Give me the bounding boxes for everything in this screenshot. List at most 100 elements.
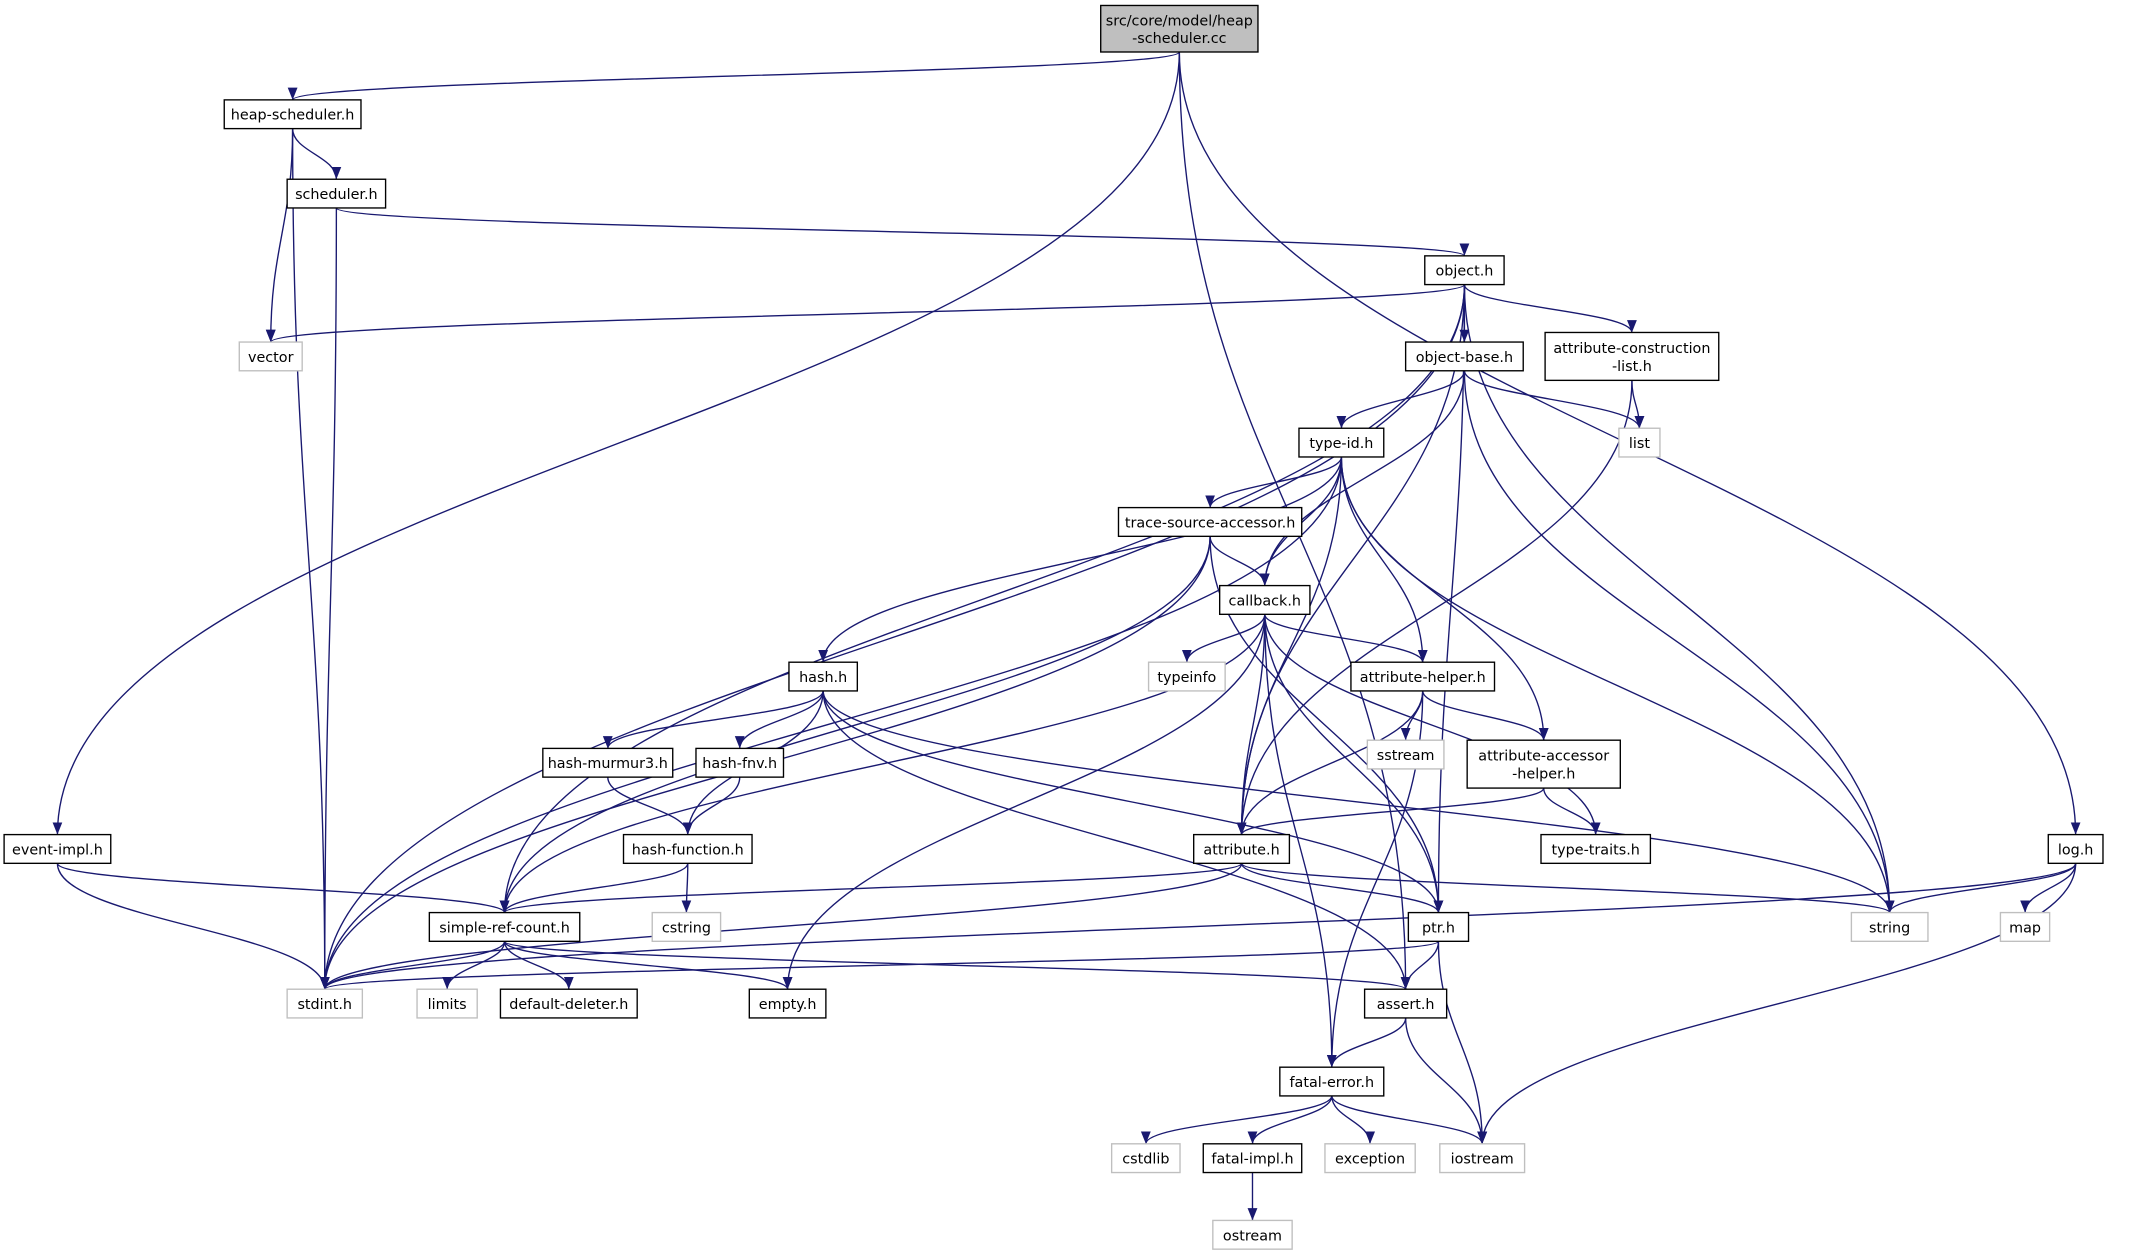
node-label: src/core/model/heap: [1106, 13, 1253, 29]
node-label: attribute-accessor: [1478, 749, 1609, 765]
edge-hash-h-to-hash-murmur3-h: [602, 690, 824, 749]
edge-attribute-helper-h-to-attribute-h: [1236, 690, 1424, 835]
node-label: assert.h: [1377, 997, 1435, 1013]
node-box: [1218, 584, 1311, 616]
node-label: log.h: [2058, 842, 2094, 858]
node-assert-h[interactable]: assert.h: [1363, 988, 1448, 1019]
edge-attribute-accessor-helper-h-to-attribute-h: [1236, 787, 1545, 836]
edge-hash-h-to-hash-fnv-h: [734, 690, 824, 749]
node-box: [1466, 739, 1621, 789]
node-box: [1324, 1143, 1416, 1174]
edge-callback-h-to-fatal-error-h: [1264, 614, 1337, 1068]
node-scheduler-h[interactable]: scheduler.h: [286, 178, 387, 209]
node-callback-h[interactable]: callback.h: [1218, 584, 1311, 616]
node-object-h[interactable]: object.h: [1424, 255, 1505, 286]
node-box: [223, 99, 362, 130]
edge-attribute-h-to-simple-ref-count-h: [500, 862, 1243, 914]
edge-callback-h-to-ptr-h: [1264, 614, 1444, 913]
edge-heap-scheduler-h-to-stdint-h: [291, 128, 330, 990]
edge-attribute-construction-list-h-to-list: [1631, 380, 1645, 429]
node-type-traits-h[interactable]: type-traits.h: [1540, 833, 1652, 865]
node-box: [1212, 1219, 1293, 1250]
node-label: iostream: [1451, 1152, 1514, 1168]
node-label: limits: [428, 997, 467, 1013]
node-empty-h[interactable]: empty.h: [748, 988, 827, 1019]
node-attribute-helper-h[interactable]: attribute-helper.h: [1350, 661, 1496, 692]
node-box: [1424, 255, 1505, 286]
node-box: [286, 988, 364, 1019]
edge-type-id-h-to-hash-h: [818, 456, 1343, 663]
node-trace-source-accessor-h[interactable]: trace-source-accessor.h: [1117, 506, 1303, 538]
node-list: list: [1618, 427, 1661, 458]
edge-callback-h-to-typeinfo: [1181, 614, 1266, 663]
edge-assert-h-to-iostream: [1404, 1017, 1488, 1144]
edge-log-h-to-stdint-h: [320, 863, 2077, 990]
nodes-layer: src/core/model/heap-scheduler.cc heap-sch…: [3, 4, 2104, 1250]
node-default-deleter-h[interactable]: default-deleter.h: [499, 988, 638, 1019]
node-hash-function-h[interactable]: hash-function.h: [622, 833, 753, 865]
node-hash-murmur3-h[interactable]: hash-murmur3.h: [542, 747, 674, 778]
edge-type-id-h-to-attribute-h: [1236, 456, 1343, 835]
node-label: map: [2009, 920, 2041, 936]
node-fatal-impl-h[interactable]: fatal-impl.h: [1202, 1143, 1303, 1174]
node-ostream: ostream: [1212, 1219, 1293, 1250]
node-object-base-h[interactable]: object-base.h: [1404, 341, 1524, 372]
node-label: type-traits.h: [1552, 842, 1640, 858]
edge-hash-function-h-to-cstring: [681, 863, 692, 913]
node-label: heap-scheduler.h: [231, 108, 355, 124]
node-label: type-id.h: [1309, 436, 1373, 452]
node-box: [1439, 1143, 1526, 1174]
node-label: fatal-error.h: [1290, 1075, 1375, 1091]
node-box: [1298, 427, 1385, 458]
edge-simple-ref-count-h-to-stdint-h: [319, 941, 506, 990]
edge-heap-scheduler-h-to-vector: [265, 128, 294, 343]
node-typeinfo: typeinfo: [1147, 661, 1226, 692]
node-label: default-deleter.h: [509, 997, 628, 1013]
node-cstring: cstring: [651, 911, 722, 942]
node-hash-fnv-h[interactable]: hash-fnv.h: [695, 747, 785, 778]
node-attribute-construction-list-h[interactable]: attribute-construction-list.h: [1544, 331, 1720, 382]
node-sstream: sstream: [1366, 739, 1445, 770]
edge-trace-source-accessor-h-to-callback-h: [1209, 536, 1270, 586]
edge-object-base-h-to-callback-h: [1259, 370, 1466, 586]
edge-type-id-h-to-callback-h: [1259, 456, 1343, 586]
node-heap-scheduler-h[interactable]: heap-scheduler.h: [223, 99, 362, 130]
edge-attribute-accessor-helper-h-to-type-traits-h: [1543, 787, 1601, 835]
node-ptr-h[interactable]: ptr.h: [1407, 911, 1470, 942]
edge-attribute-construction-list-h-to-attribute-h: [1236, 380, 1633, 835]
node-attribute-h[interactable]: attribute.h: [1193, 833, 1291, 865]
edge-log-h-to-string: [1884, 863, 2077, 913]
edge-scheduler-h-to-object-h: [335, 207, 1469, 257]
node-box: [1350, 661, 1496, 692]
root-file-node[interactable]: src/core/model/heap-scheduler.cc: [1100, 4, 1259, 53]
node-label: list: [1629, 436, 1650, 452]
node-attribute-accessor-helper-h[interactable]: attribute-accessor-helper.h: [1466, 739, 1621, 789]
node-box: [542, 747, 674, 778]
edge-scheduler-h-to-stdint-h: [319, 207, 338, 990]
node-event-impl-h[interactable]: event-impl.h: [3, 833, 112, 865]
node-log-h[interactable]: log.h: [2047, 833, 2104, 865]
edge-ptr-h-to-iostream: [1437, 941, 1488, 1144]
node-box: [1202, 1143, 1303, 1174]
node-hash-h[interactable]: hash.h: [788, 661, 859, 692]
edge-simple-ref-count-h-to-default-deleter-h: [503, 941, 574, 990]
node-fatal-error-h[interactable]: fatal-error.h: [1279, 1066, 1385, 1097]
node-label: string: [1869, 920, 1910, 936]
edge-object-base-h-to-type-id-h: [1336, 370, 1466, 429]
edge-object-h-to-vector: [266, 283, 1466, 343]
edge-hash-h-to-assert-h: [822, 690, 1411, 990]
edge-object-h-to-stdint-h: [319, 284, 1466, 990]
node-label: typeinfo: [1157, 670, 1216, 686]
node-box: [499, 988, 638, 1019]
node-label: stdint.h: [297, 997, 352, 1013]
node-label: vector: [248, 350, 294, 366]
node-stdint-h: stdint.h: [286, 988, 364, 1019]
node-cstdlib: cstdlib: [1110, 1143, 1181, 1174]
node-box: [238, 341, 303, 372]
node-type-id-h[interactable]: type-id.h: [1298, 427, 1385, 458]
edge-attribute-helper-h-to-attribute-accessor-helper-h: [1422, 690, 1549, 741]
node-simple-ref-count-h[interactable]: simple-ref-count.h: [428, 911, 581, 942]
edges-layer: [52, 51, 2081, 1221]
edge-callback-h-to-type-traits-h: [1264, 614, 1601, 835]
node-label: trace-source-accessor.h: [1125, 515, 1295, 531]
